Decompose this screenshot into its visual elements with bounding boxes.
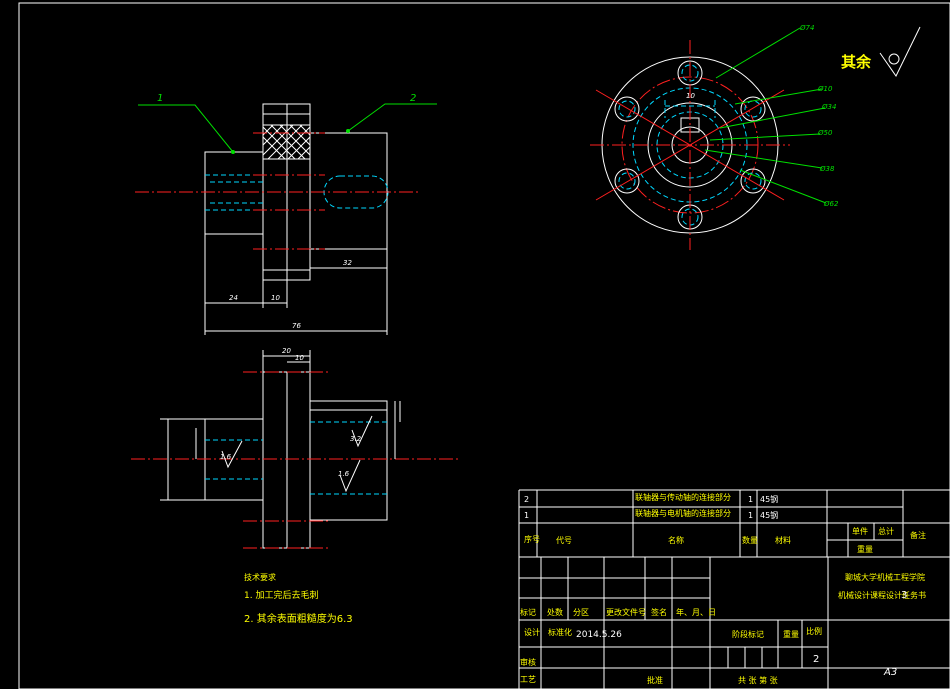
tb-stage: 阶段标记 (732, 629, 764, 639)
tech-title: 技术要求 (244, 572, 276, 582)
dim-10b: 10 (295, 354, 304, 362)
bom-hdr-single: 单件 (852, 526, 868, 536)
tb-mark: 标记 (520, 607, 536, 617)
dim-76: 76 (292, 322, 301, 330)
bom-hdr-remark: 备注 (910, 530, 926, 540)
bom-row-2-no: 2 (524, 495, 529, 504)
bom-row-1-material: 45钢 (760, 510, 778, 520)
bom-hdr-name: 名称 (668, 535, 684, 545)
tb-places: 处数 (547, 607, 563, 617)
tb-scale: 比例 (806, 626, 822, 636)
project-name: 机械设计课程设计任务书 (838, 590, 926, 600)
circle-dim-10: Ø10 (817, 85, 833, 93)
bom-row-2-name: 联轴器与传动轴的连接部分 (635, 492, 731, 502)
circle-dim-34: Ø34 (821, 103, 836, 111)
bom-hdr-material: 材料 (775, 535, 791, 545)
bom-row-1-name: 联轴器与电机轴的连接部分 (635, 508, 731, 518)
tb-size: A3 (883, 667, 897, 678)
bom-row-2-qty: 1 (748, 495, 753, 504)
tb-weight: 重量 (783, 629, 799, 639)
tb-zone: 分区 (573, 608, 589, 617)
bom-row-1-qty: 1 (748, 511, 753, 520)
flange-end-view (590, 27, 827, 250)
bom-hdr-seq: 序号 (524, 534, 540, 544)
tb-design: 设计 (524, 627, 540, 637)
school-name: 聊城大学机械工程学院 (845, 572, 925, 582)
tb-approve: 批准 (647, 675, 663, 685)
tb-date: 2014.5.26 (576, 630, 622, 640)
section-view (131, 350, 458, 549)
bom-hdr-code: 代号 (556, 535, 572, 545)
roughness-3-2: 3.2 (350, 435, 362, 443)
dim-10: 10 (271, 294, 280, 302)
tech-line-1: 1. 加工完后去毛刺 (244, 589, 318, 601)
sheet-no: 3 (901, 590, 907, 601)
front-view (135, 103, 437, 335)
circle-dim-62: Ø62 (823, 200, 839, 208)
bom-hdr-weight: 重量 (857, 544, 873, 554)
tb-sheets: 共 张 第 张 (738, 675, 778, 685)
tb-scale-value: 2 (813, 654, 819, 665)
bom-row-2-material: 45钢 (760, 494, 778, 504)
roughness-1-6-b: 1.6 (338, 470, 350, 478)
balloon-1: 1 (157, 93, 163, 104)
roughness-1-6-a: 1.6 (220, 453, 232, 461)
tb-change-doc: 更改文件号 (606, 607, 646, 617)
circle-dim-38: Ø38 (819, 165, 835, 173)
dim-20: 20 (282, 347, 291, 355)
tb-date-hdr: 年、月、日 (676, 607, 716, 617)
bom-hdr-total: 总计 (878, 526, 894, 536)
tech-line-2: 2. 其余表面粗糙度为6.3 (244, 612, 353, 625)
rest-roughness-symbol (879, 26, 921, 77)
circle-dim-74: Ø74 (799, 24, 814, 32)
circle-dim-50: Ø50 (817, 129, 833, 137)
rest-label: 其余 (841, 53, 872, 71)
tb-standard: 标准化 (548, 627, 572, 637)
key-dim: 10 (686, 92, 695, 100)
drawing-frame (18, 2, 950, 689)
section-hatch (262, 124, 311, 160)
tb-process: 工艺 (520, 675, 536, 684)
title-block-lines (518, 489, 950, 689)
bom-hdr-qty: 数量 (742, 535, 758, 545)
tb-review: 审核 (520, 657, 536, 667)
balloon-2: 2 (410, 93, 416, 104)
tb-sign: 签名 (651, 607, 667, 617)
dim-24: 24 (229, 294, 238, 302)
dim-32: 32 (343, 259, 352, 267)
bom-row-1-no: 1 (524, 511, 529, 520)
